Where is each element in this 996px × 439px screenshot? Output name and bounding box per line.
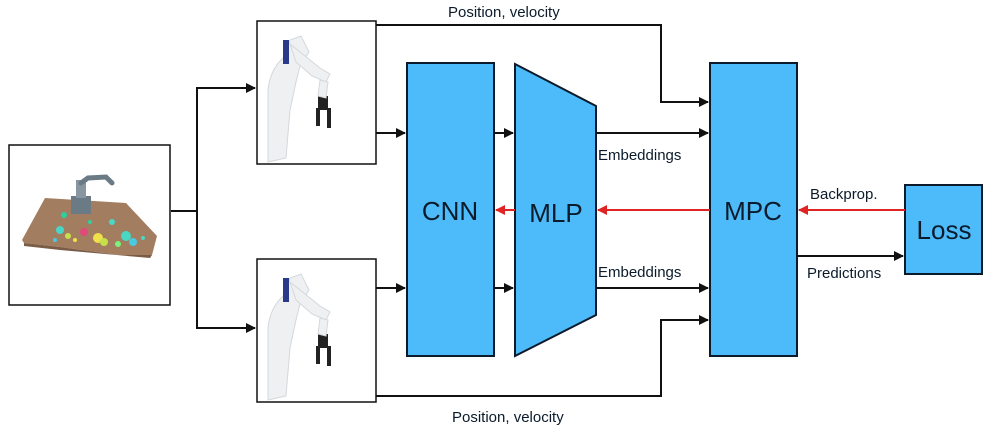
label-backprop: Backprop. <box>810 186 878 203</box>
robot-arm-image-bottom <box>256 258 377 403</box>
mpc-block <box>709 62 798 357</box>
cnn-label: CNN <box>422 196 478 226</box>
label-position-velocity-bottom: Position, velocity <box>452 409 564 426</box>
loss-label: Loss <box>917 215 972 245</box>
arrow-position-velocity-top <box>376 24 709 107</box>
arrow-scene-to-top-robot <box>196 83 256 211</box>
mlp-label: MLP <box>529 198 582 228</box>
loss-block <box>904 184 983 275</box>
label-embeddings-top: Embeddings <box>598 147 681 164</box>
arrow-position-velocity-bottom <box>376 315 709 397</box>
mlp-block <box>514 62 597 358</box>
robot-arm-image-top <box>256 20 377 165</box>
cnn-block <box>406 62 495 357</box>
label-predictions: Predictions <box>807 265 881 282</box>
scene-image <box>8 144 171 306</box>
mpc-label: MPC <box>724 196 782 226</box>
label-embeddings-bottom: Embeddings <box>598 264 681 281</box>
label-position-velocity-top: Position, velocity <box>448 4 560 21</box>
arrow-scene-to-bottom-robot <box>196 211 256 333</box>
